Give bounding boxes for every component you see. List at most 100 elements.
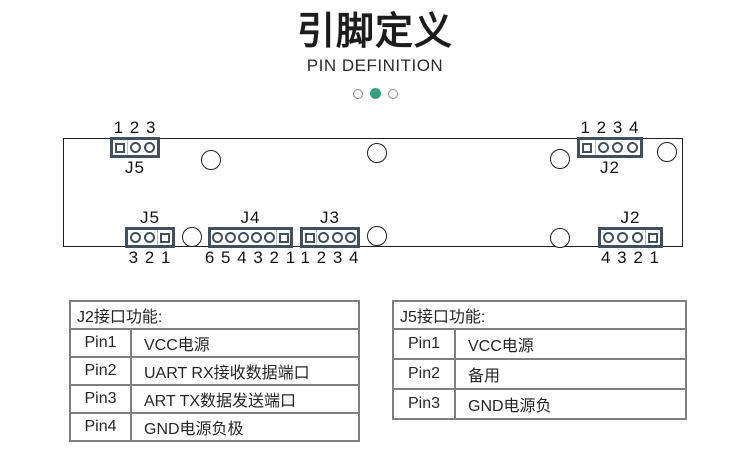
connector-box — [300, 227, 360, 248]
pin-desc: VCC电源 — [130, 328, 360, 358]
table-title: J2接口功能: — [69, 300, 360, 330]
pin-label: Pin1 — [69, 328, 132, 358]
round-pad — [264, 232, 275, 243]
mounting-hole — [201, 150, 221, 170]
pin1-square-pad — [159, 232, 170, 243]
pin-numbers: 6 5 4 3 2 1 — [204, 248, 297, 267]
pin-desc: VCC电源 — [454, 328, 687, 360]
connector-j4-bottom: J4 6 5 4 3 2 1 — [204, 208, 297, 267]
round-pad — [631, 232, 643, 243]
pin-cell — [263, 230, 276, 245]
pin1-square-pad — [278, 232, 289, 243]
mounting-hole — [550, 149, 570, 169]
connector-label: J5 — [140, 208, 160, 227]
carousel-dot-3[interactable] — [387, 88, 398, 99]
page-subtitle: PIN DEFINITION — [306, 56, 444, 75]
connector-j5-bottom: J5 3 2 1 — [125, 208, 175, 267]
pin-numbers: 3 2 1 — [128, 248, 172, 267]
round-pad — [602, 232, 614, 243]
pin-numbers: 1 2 3 4 — [300, 248, 360, 267]
round-pad — [627, 142, 639, 153]
pin-label: Pin2 — [69, 356, 132, 386]
round-pad — [617, 232, 629, 243]
table-header-row: J2接口功能: — [69, 300, 360, 330]
pin-label: Pin3 — [392, 388, 456, 420]
pin-cell — [143, 140, 157, 155]
pin-cell — [331, 230, 344, 245]
pin-cell — [317, 230, 330, 245]
connector-box — [577, 137, 643, 158]
pin-cell — [250, 230, 263, 245]
round-pad — [212, 232, 223, 243]
round-pad — [144, 142, 156, 153]
connector-label: J4 — [240, 208, 261, 227]
pin-cell — [630, 230, 645, 245]
mounting-hole — [367, 226, 387, 246]
connector-label: J5 — [125, 158, 145, 177]
pin-cell — [113, 140, 129, 155]
pin-cell — [601, 230, 616, 245]
pin-cell — [625, 140, 640, 155]
connector-j5-top: 1 2 3 J5 — [110, 118, 160, 177]
pin-cell — [644, 230, 661, 245]
pin-cell — [611, 140, 626, 155]
round-pad — [238, 232, 249, 243]
pin-cell — [580, 140, 596, 155]
round-pad — [318, 232, 330, 243]
pin1-square-pad — [582, 142, 593, 153]
carousel-dot-1[interactable] — [352, 88, 363, 99]
connector-box — [125, 227, 175, 248]
round-pad — [129, 232, 141, 243]
page-title: 引脚定义 — [296, 11, 453, 53]
pin-cell — [237, 230, 250, 245]
pin-desc: 备用 — [454, 358, 687, 390]
carousel-dots — [0, 88, 750, 99]
pin-cell — [224, 230, 237, 245]
pin-cell — [616, 230, 631, 245]
pin-cell — [596, 140, 611, 155]
round-pad — [143, 232, 155, 243]
connector-label: J3 — [320, 208, 340, 227]
pin-label: Pin3 — [69, 384, 132, 414]
pin-cell — [142, 230, 156, 245]
round-pad — [129, 142, 141, 153]
pin-label: Pin1 — [392, 328, 456, 360]
pin-cell — [276, 230, 290, 245]
connector-box — [110, 137, 160, 158]
pin-numbers: 1 2 3 4 — [580, 118, 640, 137]
round-pad — [225, 232, 236, 243]
pin-cell — [344, 230, 357, 245]
pin-cell — [128, 140, 142, 155]
pin-desc: GND电源负 — [454, 388, 687, 420]
round-pad — [344, 232, 356, 243]
mounting-hole — [182, 227, 202, 247]
connector-box — [598, 227, 663, 248]
pin-numbers: 1 2 3 — [113, 118, 157, 137]
pin-cell — [211, 230, 224, 245]
pin-cell — [156, 230, 172, 245]
round-pad — [251, 232, 262, 243]
mounting-hole — [657, 142, 677, 162]
connector-label: J2 — [620, 208, 641, 227]
round-pad — [597, 142, 609, 153]
connector-j3-bottom: J3 1 2 3 4 — [300, 208, 360, 267]
pin-cell — [128, 230, 142, 245]
pin-cell — [303, 230, 318, 245]
carousel-dot-2[interactable] — [369, 88, 381, 99]
pin-label: Pin4 — [69, 412, 132, 442]
pin1-square-pad — [115, 142, 126, 153]
round-pad — [331, 232, 343, 243]
pin-desc: UART RX接收数据端口 — [130, 356, 360, 386]
